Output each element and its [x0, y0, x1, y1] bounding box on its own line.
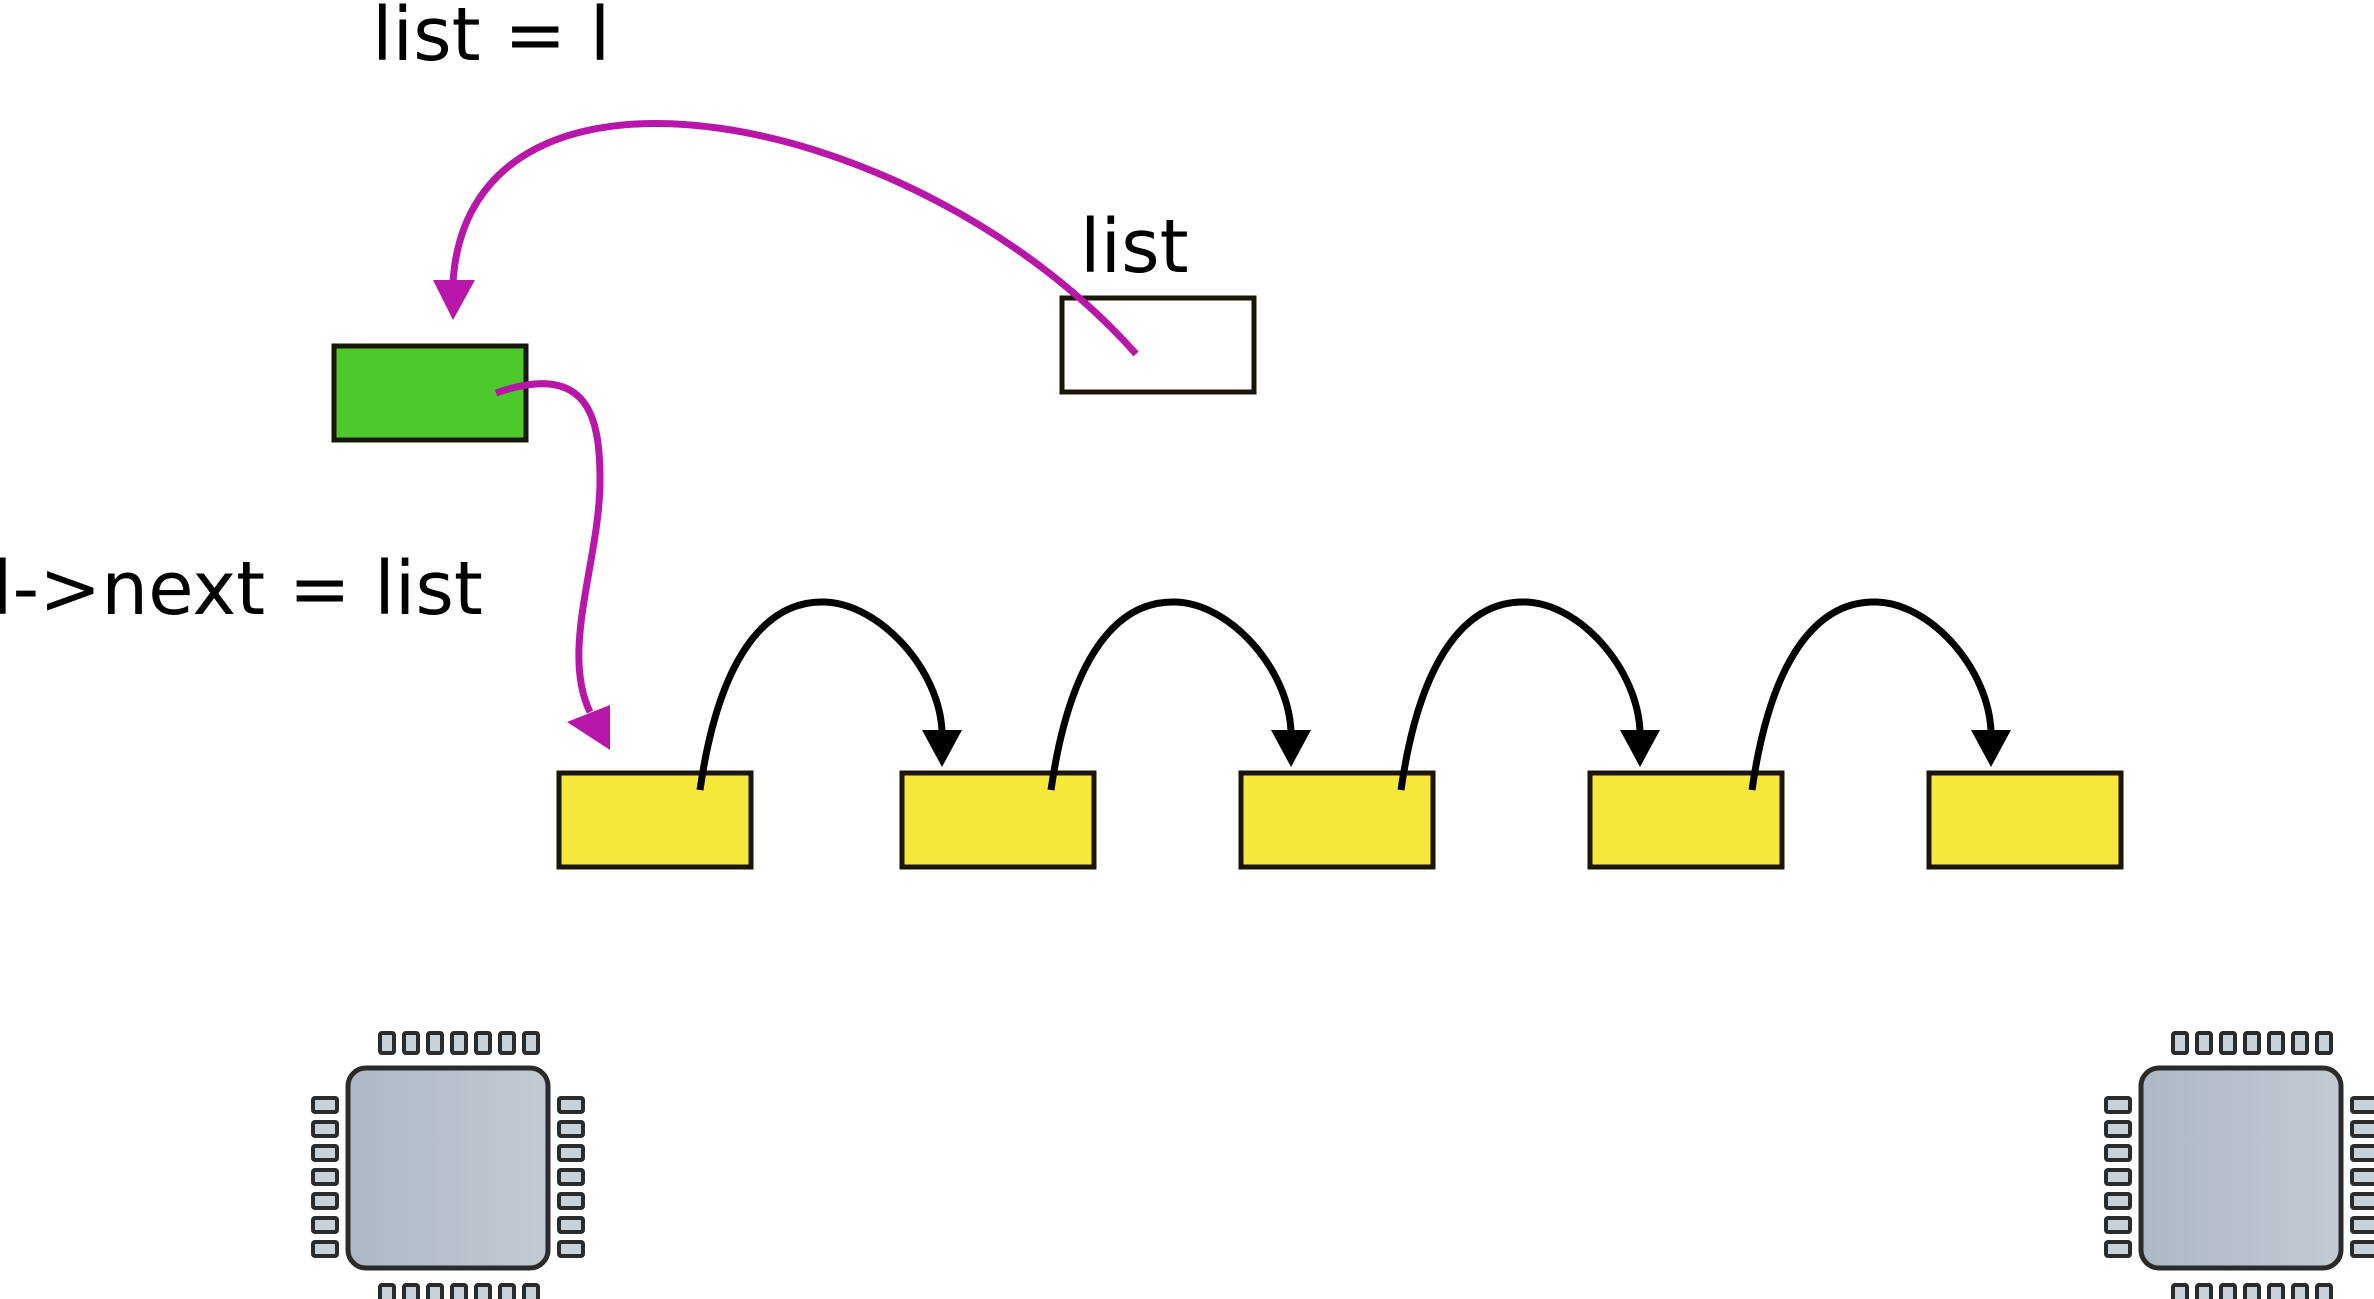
list-assign-arrow — [433, 119, 1139, 357]
chain-arrow — [1748, 598, 1995, 791]
cpu-chip-icon — [313, 1033, 583, 1299]
cpu-chip-icon — [2106, 1033, 2374, 1299]
list-node — [1926, 770, 2124, 870]
assign-head-label: list = l — [372, 0, 610, 78]
chain-arrowheads — [922, 730, 2011, 767]
chain-arrow — [1047, 598, 1295, 791]
new-node — [331, 343, 529, 443]
chain-arrow — [696, 598, 946, 791]
list-variable-label: list — [1080, 204, 1189, 290]
chain-arrows — [696, 598, 1995, 791]
list-nodes — [556, 770, 2124, 870]
list-node — [899, 770, 1097, 870]
list-node — [556, 770, 754, 870]
next-assign-arrow — [494, 380, 610, 750]
assign-next-label: l->next = list — [0, 546, 483, 632]
chain-arrow — [1397, 598, 1644, 791]
